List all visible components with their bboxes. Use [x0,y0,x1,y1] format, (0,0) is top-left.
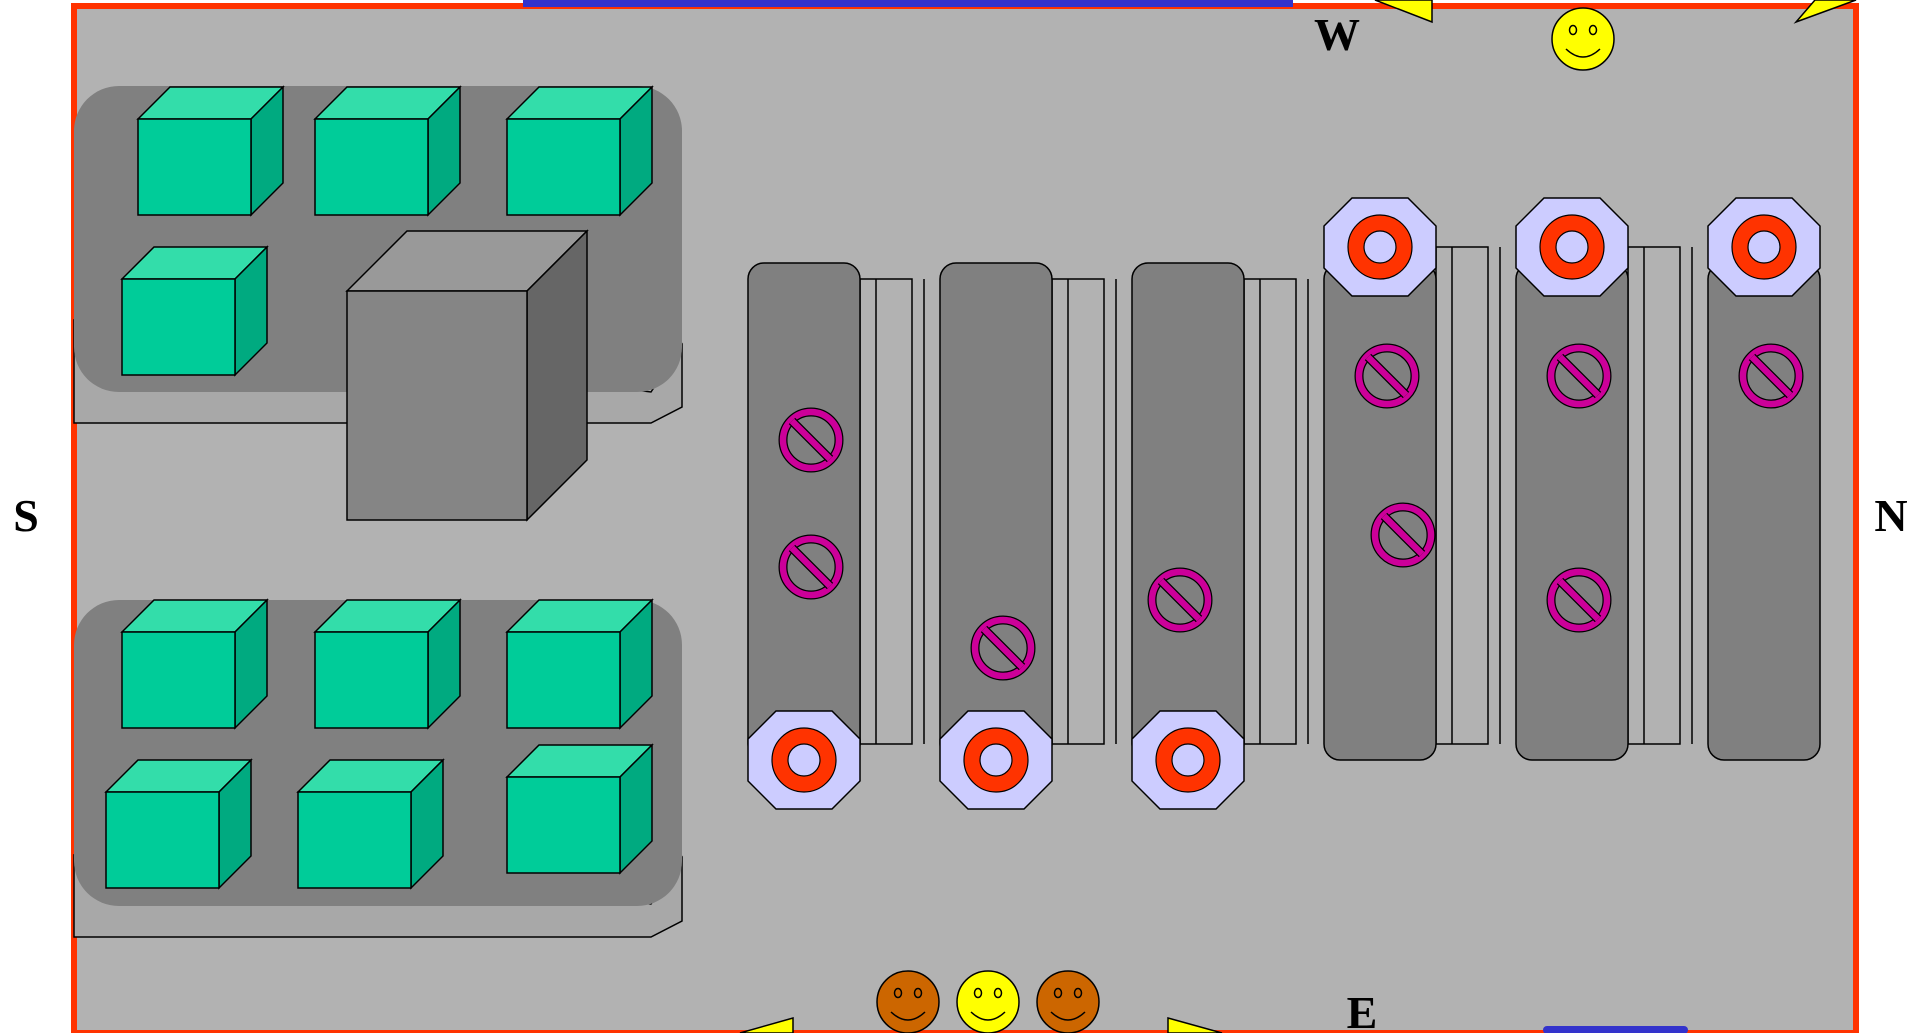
smiley-face-icon [1552,8,1614,70]
large-cube-icon [347,231,587,520]
cube-icon [106,760,251,888]
conveyor-lane [1708,263,1820,760]
cube-icon [122,600,267,728]
ring-target-icon[interactable] [1516,198,1628,296]
conveyor-lane [748,263,860,760]
door-west[interactable] [523,0,1293,7]
compass-west: W [1314,9,1360,60]
conveyor-lane [1132,263,1244,760]
ring-target-icon[interactable] [748,711,860,809]
ring-target-icon[interactable] [940,711,1052,809]
cube-icon [138,87,283,215]
door-east[interactable] [1543,1026,1688,1033]
cube-icon [507,745,652,873]
ring-target-icon[interactable] [1708,198,1820,296]
ring-target-icon[interactable] [1324,198,1436,296]
cube-icon [122,247,267,375]
conveyor-lane [1516,263,1628,760]
smiley-face-icon [957,971,1019,1033]
cube-icon [298,760,443,888]
cube-icon [315,600,460,728]
compass-south: S [13,490,39,541]
cube-icon [315,87,460,215]
cube-icon [507,600,652,728]
conveyor-lane [940,263,1052,760]
compass-north: N [1874,490,1907,541]
smiley-face-icon [877,971,939,1033]
ring-target-icon[interactable] [1132,711,1244,809]
compass-east: E [1347,987,1378,1033]
cube-icon [507,87,652,215]
smiley-face-icon [1037,971,1099,1033]
